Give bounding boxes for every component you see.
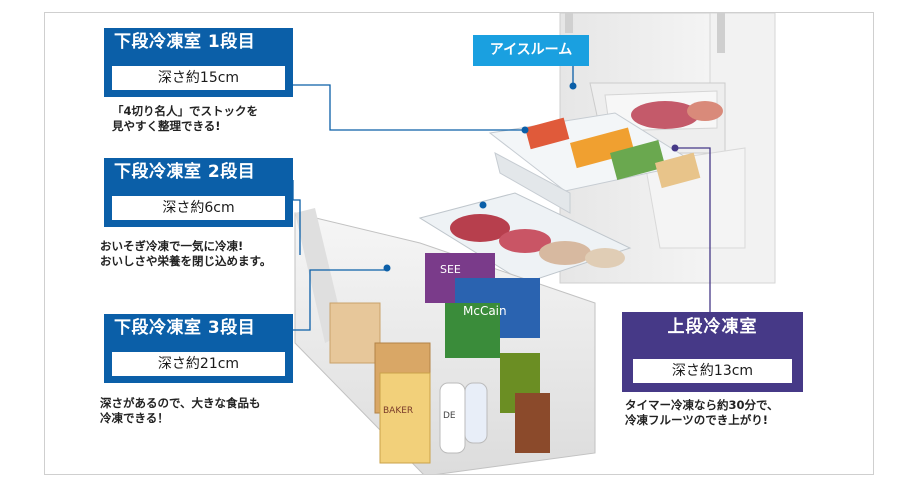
section-3-desc-line: 深さがあるので、大きな食品も xyxy=(100,396,261,410)
section-1-desc-line: 見やすく整理できる! xyxy=(112,119,221,133)
section-2-desc-line: おいしさや栄養を閉じ込めます。 xyxy=(100,254,272,268)
section-1-desc-line: 「4切り名人」でストックを xyxy=(112,104,259,118)
section-3-desc: 深さがあるので、大きな食品も 冷凍できる！ xyxy=(100,396,261,426)
section-1-desc: 「4切り名人」でストックを 見やすく整理できる! xyxy=(112,104,258,134)
section-3-title: 下段冷凍室 3段目 xyxy=(114,318,256,338)
section-3-desc-line: 冷凍できる！ xyxy=(100,411,169,425)
section-1-box: 下段冷凍室 1段目 深さ約15cm xyxy=(104,28,293,97)
upper-freezer-box: 上段冷凍室 深さ約13cm xyxy=(622,312,803,392)
package-label: BAKER xyxy=(383,406,413,416)
ice-room-label: アイスルーム xyxy=(473,35,589,66)
upper-freezer-desc-line: 冷凍フルーツのでき上がり! xyxy=(625,413,769,427)
package-label: DE xyxy=(443,411,456,421)
package-label: McCain xyxy=(463,304,507,318)
upper-freezer-depth: 深さ約13cm xyxy=(633,359,792,383)
upper-freezer-desc-line: タイマー冷凍なら約30分で、 xyxy=(625,398,779,412)
section-2-desc-line: おいそぎ冷凍で一気に冷凍! xyxy=(100,239,244,253)
package-label: SEE xyxy=(440,263,461,276)
section-2-depth: 深さ約6cm xyxy=(112,196,285,220)
upper-freezer-desc: タイマー冷凍なら約30分で、 冷凍フルーツのでき上がり! xyxy=(625,398,779,428)
section-3-depth: 深さ約21cm xyxy=(112,352,285,376)
freezer-photo: SEE McCain DE BAKER xyxy=(294,13,776,474)
section-1-title: 下段冷凍室 1段目 xyxy=(114,32,256,52)
section-2-title: 下段冷凍室 2段目 xyxy=(114,162,256,182)
upper-freezer-title: 上段冷凍室 xyxy=(667,317,758,337)
section-3-box: 下段冷凍室 3段目 深さ約21cm xyxy=(104,314,293,383)
section-1-depth: 深さ約15cm xyxy=(112,66,285,90)
section-2-box: 下段冷凍室 2段目 深さ約6cm xyxy=(104,158,293,227)
section-2-desc: おいそぎ冷凍で一気に冷凍! おいしさや栄養を閉じ込めます。 xyxy=(100,239,271,269)
